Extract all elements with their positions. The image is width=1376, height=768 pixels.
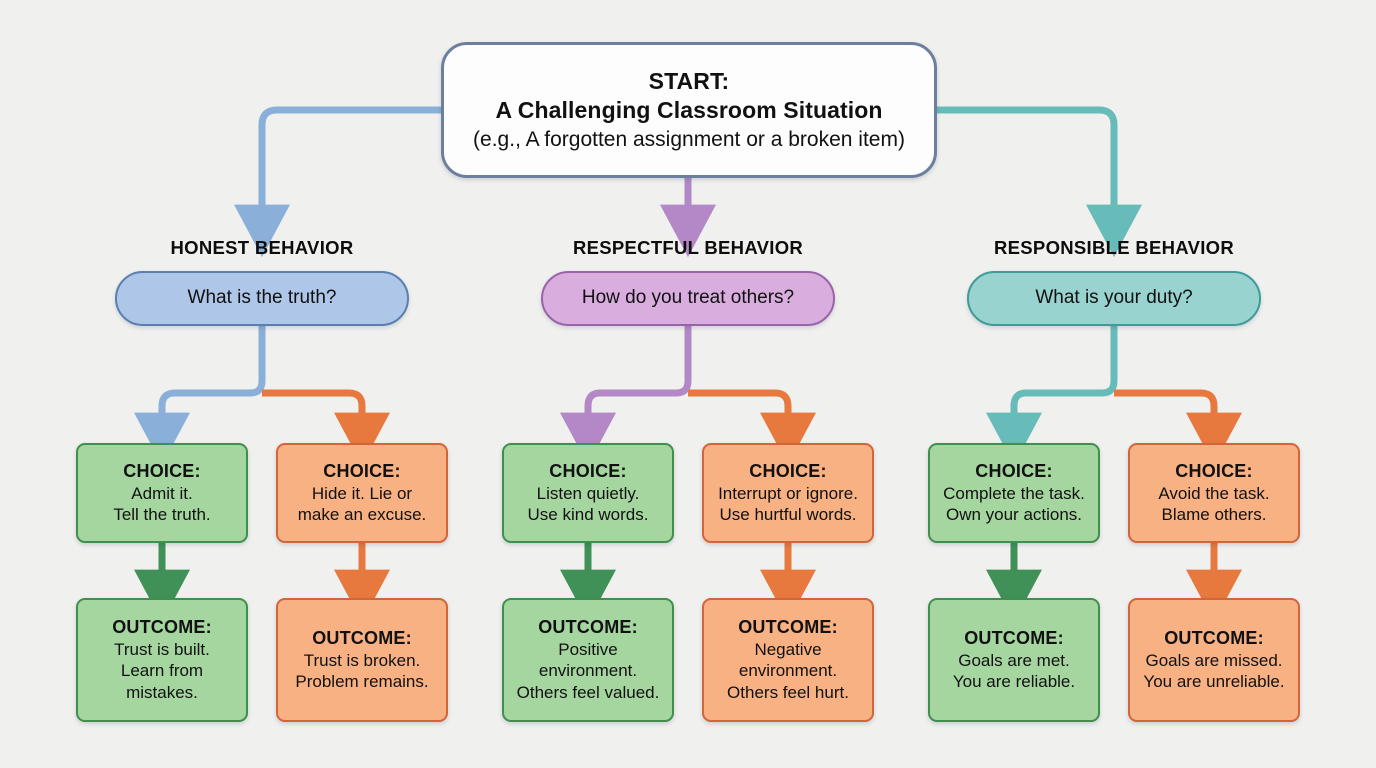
- outcome-line: Goals are missed.: [1145, 650, 1283, 670]
- outcome-card-respectful-negative: OUTCOME: Negative environment. Others fe…: [702, 598, 874, 722]
- choice-heading: CHOICE:: [549, 460, 627, 481]
- outcome-line: Positive: [558, 640, 618, 660]
- connector-respectful-to-positive-choice: [560, 326, 692, 466]
- choice-line: Listen quietly.: [536, 483, 640, 503]
- choice-card-respectful-negative: CHOICE: Interrupt or ignore. Use hurtful…: [702, 443, 874, 543]
- question-pill-responsible: What is your duty?: [967, 271, 1261, 326]
- outcome-line: Negative: [754, 640, 822, 660]
- column-header-honest: HONEST BEHAVIOR: [170, 237, 354, 258]
- outcome-line: environment.: [538, 661, 638, 681]
- choice-line: Hide it. Lie or: [311, 483, 413, 503]
- choice-line: Complete the task.: [943, 483, 1085, 503]
- choice-line: Use hurtful words.: [719, 504, 857, 524]
- question-pill-respectful: How do you treat others?: [541, 271, 835, 326]
- outcome-heading: OUTCOME:: [112, 617, 212, 638]
- outcome-heading: OUTCOME:: [964, 627, 1064, 648]
- connector-responsible-to-positive-choice: [986, 326, 1118, 466]
- question-pill-honest: What is the truth?: [115, 271, 409, 326]
- choice-card-honest-positive: CHOICE: Admit it. Tell the truth.: [76, 443, 248, 543]
- choice-line: Avoid the task.: [1158, 483, 1270, 503]
- outcome-line: Trust is broken.: [303, 650, 421, 670]
- outcome-heading: OUTCOME:: [538, 617, 638, 638]
- connector-honest-to-negative-choice: [262, 389, 390, 466]
- column-header-responsible: RESPONSIBLE BEHAVIOR: [993, 237, 1235, 258]
- outcome-line: Problem remains.: [295, 671, 429, 691]
- choice-line: make an excuse.: [297, 504, 427, 524]
- connector-start-to-honest: [234, 106, 442, 258]
- choice-line: Own your actions.: [945, 504, 1083, 524]
- connector-start-to-responsible: [934, 106, 1142, 258]
- outcome-heading: OUTCOME:: [738, 617, 838, 638]
- question-text-honest: What is the truth?: [187, 287, 337, 309]
- column-header-respectful: RESPECTFUL BEHAVIOR: [572, 237, 804, 258]
- connector-honest-to-positive-choice: [134, 326, 266, 466]
- outcome-line: Learn from: [120, 661, 204, 681]
- outcome-heading: OUTCOME:: [1164, 627, 1264, 648]
- choice-heading: CHOICE:: [123, 460, 201, 481]
- outcome-card-honest-positive: OUTCOME: Trust is built. Learn from mist…: [76, 598, 248, 722]
- question-text-responsible: What is your duty?: [1035, 287, 1193, 309]
- choice-card-respectful-positive: CHOICE: Listen quietly. Use kind words.: [502, 443, 674, 543]
- choice-line: Blame others.: [1161, 504, 1267, 524]
- start-example-text: (e.g., A forgotten assignment or a broke…: [473, 127, 905, 151]
- outcome-line: mistakes.: [126, 682, 198, 702]
- choice-heading: CHOICE:: [975, 460, 1053, 481]
- outcome-line: You are reliable.: [952, 671, 1076, 691]
- connector-responsible-to-negative-choice: [1114, 389, 1242, 466]
- outcome-heading: OUTCOME:: [312, 627, 412, 648]
- outcome-line: You are unreliable.: [1143, 671, 1285, 691]
- outcome-line: environment.: [738, 661, 838, 681]
- choice-line: Interrupt or ignore.: [718, 483, 858, 503]
- choice-card-honest-negative: CHOICE: Hide it. Lie or make an excuse.: [276, 443, 448, 543]
- start-node: START: A Challenging Classroom Situation…: [441, 42, 937, 178]
- choice-card-responsible-positive: CHOICE: Complete the task. Own your acti…: [928, 443, 1100, 543]
- connector-respectful-to-negative-choice: [688, 389, 816, 466]
- choice-heading: CHOICE:: [749, 460, 827, 481]
- outcome-card-responsible-positive: OUTCOME: Goals are met. You are reliable…: [928, 598, 1100, 722]
- start-title-line1: START:: [648, 68, 730, 95]
- choice-line: Admit it.: [131, 483, 193, 503]
- question-text-respectful: How do you treat others?: [581, 287, 795, 309]
- choice-card-responsible-negative: CHOICE: Avoid the task. Blame others.: [1128, 443, 1300, 543]
- outcome-line: Others feel valued.: [516, 682, 660, 702]
- outcome-line: Goals are met.: [958, 650, 1070, 670]
- choice-heading: CHOICE:: [1175, 460, 1253, 481]
- outcome-line: Trust is built.: [114, 640, 210, 660]
- choice-line: Tell the truth.: [113, 504, 211, 524]
- choice-heading: CHOICE:: [323, 460, 401, 481]
- outcome-card-respectful-positive: OUTCOME: Positive environment. Others fe…: [502, 598, 674, 722]
- choice-line: Use kind words.: [527, 504, 649, 524]
- start-title-line2: A Challenging Classroom Situation: [495, 97, 883, 124]
- outcome-line: Others feel hurt.: [727, 682, 849, 702]
- outcome-card-responsible-negative: OUTCOME: Goals are missed. You are unrel…: [1128, 598, 1300, 722]
- outcome-card-honest-negative: OUTCOME: Trust is broken. Problem remain…: [276, 598, 448, 722]
